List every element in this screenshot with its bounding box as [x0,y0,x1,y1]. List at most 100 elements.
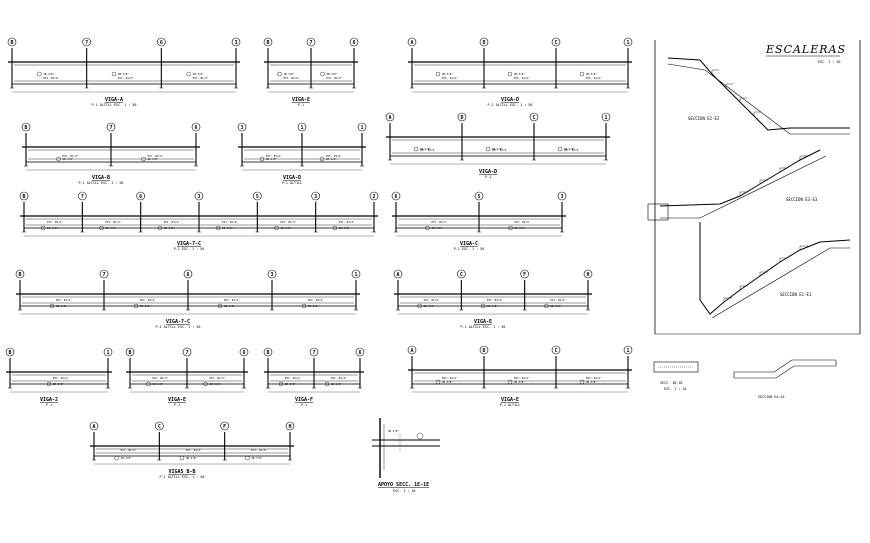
beam-subtitle: P-1 ALTILL ESC. 1 : 50 [488,103,533,107]
rebar-label: 2Ø 3/8" [284,71,295,76]
rebar-label: 2Ø 3/8" [186,455,197,460]
rebar-label: 2Ø 3/8" [442,71,453,76]
beam-title: VIGA-F [295,397,313,403]
axis-label: 6 [186,272,189,278]
beam-subtitle: P-1 ESC. 1 : 50 [454,247,485,251]
rebar-label: 2Ø 3/8" [266,156,277,161]
axis-label: 3 [234,40,237,46]
rebar-label: 2Ø 3/8" [550,303,561,308]
detail-rebar-label: 2Ø 3/8" [388,428,399,433]
beam-elevation: B2Ø 3/8"EST. Ø1/4"72Ø 3/8"EST. Ø1/4"6VIG… [125,347,249,407]
rebar-label: 2Ø 3/8" [420,146,431,151]
axis-label: 3 [270,272,273,278]
axis-label: 3 [197,194,200,200]
beam-title: VIGA-C [460,241,478,247]
stirrup-label: EST. Ø1/4" [224,297,240,302]
detail-subtitle: ESC. 1 : 10 [393,489,415,493]
beam-title: VIGA-E [168,397,186,403]
axis-label: 6 [352,40,355,46]
rebar-label: 2Ø 3/8" [514,379,525,384]
axis-label: 1 [626,40,629,46]
axis-label: 7 [309,40,312,46]
beam-elevation: B2Ø 3/8"EST. Ø1/4"72Ø 3/8"EST. Ø1/4"6VIG… [263,37,359,107]
rebar-label: 2Ø 3/8" [121,455,132,460]
axis-label: 5 [477,194,480,200]
rebar-label: 2Ø 3/8" [586,379,597,384]
axis-label: 6 [139,194,142,200]
stirrup-label: EST. Ø1/4" [514,375,530,380]
axis-label: 7 [109,125,112,131]
stirrup-label: EST. Ø1/4" [284,75,300,80]
beam-elevation: B2Ø 3/8"EST. Ø1/4"72Ø 3/8"EST. Ø1/4"62Ø … [15,269,361,329]
small-section-title: SECC. 1B-1B [660,381,682,385]
axis-label: 1 [626,348,629,354]
stirrup-label: EST. Ø1/4" [586,75,602,80]
rebar-label: 2Ø 3/8" [153,381,164,386]
beam-subtitle: P-1 ALTILL ESC. 1 : 50 [461,325,506,329]
beam-title: VIGA-D [501,97,519,103]
stirrup-label: EST. Ø1/4" [148,153,164,158]
axis-label: 1 [106,350,109,356]
axis-label: B [128,350,131,356]
axis-label: D [482,40,485,46]
stair-section-label: SECCION E1-E1 [780,292,812,297]
support-detail: 2Ø 3/8" APOYO SECC. 1E-1E ESC. 1 : 10 [372,418,440,493]
axis-label: F [523,272,526,278]
beam-subtitle: P-1 ALTILL [500,403,520,407]
axis-label: H [288,424,291,430]
axis-label: D [460,115,463,121]
beam-elevation: 32Ø 3/8"EST. Ø1/4"12Ø 3/8"EST. Ø1/4"1VIG… [237,122,367,185]
rebar-label: 2Ø 3/8" [586,71,597,76]
beam-title: VIGA-D [479,169,497,175]
stirrup-label: EST. Ø1/4" [266,153,282,158]
rebar-label: 2Ø 3/8" [193,71,204,76]
axis-label: A [396,272,399,278]
axis-label: 6 [394,194,397,200]
axis-label: 1 [604,115,607,121]
rebar-label: 2Ø 3/8" [63,156,74,161]
axis-label: C [158,424,161,430]
beam-subtitle: P-1 [301,403,307,407]
axis-label: 6 [160,40,163,46]
rebar-label: 2Ø 3/8" [118,71,129,76]
stirrup-label: EST. Ø1/4" [118,75,134,80]
beam-subtitle: P-1 ALTILL ESC. 1 : 50 [92,103,137,107]
beam-subtitle: P-1 ALTILL [282,181,302,185]
stirrup-label: EST. Ø1/4" [222,219,238,224]
axis-label: H [586,272,589,278]
rebar-label: 2Ø 3/8" [308,303,319,308]
rebar-label: 2Ø 3/8" [432,225,443,230]
stirrup-label: EST. Ø1/4" [210,375,226,380]
beam-elevation: A2Ø 3/8"EST. Ø1/4"C2Ø 3/8"EST. Ø1/4"F2Ø … [89,421,295,479]
rebar-label: 2Ø 3/8" [424,303,435,308]
small-section-title: SECCION E4-E4 [758,395,785,399]
rebar-label: 2Ø 3/8" [564,146,575,151]
stirrup-label: EST. Ø1/4" [106,219,122,224]
beam-subtitle: P-1 ALTILL ESC. 1 : 50 [156,325,201,329]
rebar-label: 2Ø 3/8" [53,381,64,386]
stirrup-label: EST. Ø1/4" [326,153,342,158]
beam-elevation: A2Ø 3/8"EST. Ø1/4"D2Ø 3/8"EST. Ø1/4"C2Ø … [385,112,611,179]
rebar-label: 2Ø 3/8" [514,71,525,76]
axis-label: 2 [372,194,375,200]
rebar-label: 2Ø 3/8" [327,71,338,76]
stirrup-label: EST. Ø1/4" [56,297,72,302]
stairs-scale: ESC. 1 : 50 [818,60,840,64]
stirrup-label: EST. Ø1/4" [140,297,156,302]
axis-label: 7 [102,272,105,278]
stairs-title: ESCALERAS [765,43,846,56]
axis-label: 1 [360,125,363,131]
axis-label: 7 [81,194,84,200]
beam-elevation: B2Ø 3/8"EST. Ø1/4"72Ø 3/8"EST. Ø1/4"62Ø … [19,191,379,251]
stirrup-label: EST. Ø1/4" [43,75,59,80]
beam-subtitle: P-1 ALTILL ESC. 1 : 50 [160,475,205,479]
stirrup-label: EST. Ø1/4" [420,147,436,152]
beam-title: VIGA-A [105,97,123,103]
rebar-label: 2Ø 3/8" [222,225,233,230]
stirrup-label: EST. Ø1/4" [53,375,69,380]
rebar-label: 2Ø 3/8" [140,303,151,308]
stirrup-label: EST. Ø1/4" [339,219,355,224]
stirrup-label: EST. Ø1/4" [492,147,508,152]
beam-elevation: A2Ø 3/8"EST. Ø1/4"D2Ø 3/8"EST. Ø1/4"C2Ø … [407,345,633,407]
